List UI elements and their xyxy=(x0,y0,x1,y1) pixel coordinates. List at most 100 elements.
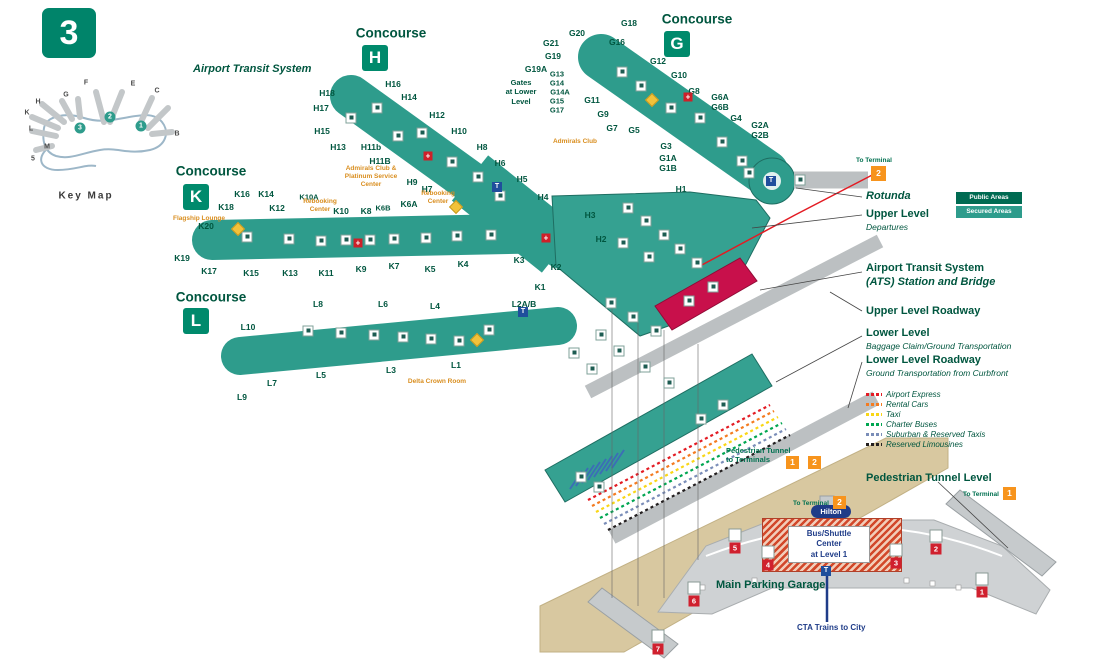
gate-label: H1 xyxy=(675,183,687,194)
gate-label: H11B xyxy=(369,155,391,166)
key-map-terminal-marker: 1 xyxy=(135,120,147,132)
gate-label: G2B xyxy=(751,129,769,140)
annotation-block: Upper Level Roadway xyxy=(866,305,981,317)
gate-label: G18 xyxy=(620,17,638,28)
key-map-letter: L xyxy=(28,125,34,133)
airline-club-icon xyxy=(644,92,660,108)
facility-icon xyxy=(635,80,647,92)
legend-row: Suburban & Reserved Taxis xyxy=(866,426,985,444)
to-terminal-text: To Terminal xyxy=(856,157,892,164)
elevator-icon xyxy=(929,529,943,543)
facility-icon xyxy=(736,155,748,167)
terminal-marker-2: 2 xyxy=(808,456,821,469)
gate-label: H13 xyxy=(330,141,346,152)
concourse-letter-box-h: H xyxy=(362,45,388,71)
gate-label: G14 xyxy=(549,78,565,88)
legend-row: Taxi xyxy=(866,406,900,424)
medical-aid-icon: + xyxy=(423,151,433,161)
facility-icon xyxy=(595,329,607,341)
gate-label: G4 xyxy=(730,112,742,123)
annotation-block: CTA Trains to City xyxy=(797,623,866,632)
facility-icon xyxy=(691,257,703,269)
facility-icon xyxy=(665,102,677,114)
gate-label: L10 xyxy=(240,321,256,332)
gate-label: K15 xyxy=(243,267,259,278)
facility-icon xyxy=(392,130,404,142)
medical-aid-icon: + xyxy=(541,233,551,243)
gate-label: L2A/B xyxy=(511,298,537,309)
gate-label: K1 xyxy=(534,281,546,292)
airline-club-icon xyxy=(469,332,485,348)
gate-label: K11 xyxy=(318,267,334,278)
elevator-icon xyxy=(975,572,989,586)
facility-icon xyxy=(622,202,634,214)
facility-icon xyxy=(453,335,465,347)
gate-label: H9 xyxy=(406,176,418,187)
bus-shuttle-line3: at Level 1 xyxy=(810,549,848,559)
legend-swatch xyxy=(866,403,882,407)
facility-icon xyxy=(425,333,437,345)
amenity-label: Delta Crown Room xyxy=(407,377,467,385)
elevator-icon xyxy=(687,581,701,595)
gate-label: H11b xyxy=(360,141,382,152)
elevator-icon xyxy=(728,528,742,542)
legend-label: Airport Express xyxy=(886,390,941,400)
annotation-block: Pedestrian Tunnel Level xyxy=(866,472,992,484)
gate-label: K17 xyxy=(201,265,217,276)
transit-icon: T xyxy=(766,176,776,186)
legend-swatch xyxy=(866,393,882,397)
gate-label: G10 xyxy=(670,69,688,80)
facility-icon xyxy=(283,233,295,245)
gate-label: H8 xyxy=(476,141,488,152)
legend-swatch xyxy=(866,433,882,437)
concourse-k-arm xyxy=(192,213,580,260)
gate-label: G11 xyxy=(584,94,600,105)
legend-row: Charter Buses xyxy=(866,416,937,434)
gate-label: K13 xyxy=(282,267,298,278)
gate-label: G8 xyxy=(688,85,700,96)
gate-label: G21 xyxy=(542,37,560,48)
key-map-terminal-marker: 2 xyxy=(104,111,116,123)
gate-label: G12 xyxy=(649,55,667,66)
gate-label: L3 xyxy=(386,364,396,375)
gate-label: K5 xyxy=(424,263,436,274)
gate-label: K19 xyxy=(174,252,190,263)
facility-icon xyxy=(371,102,383,114)
facility-icon xyxy=(643,251,655,263)
legend-label: Rental Cars xyxy=(886,400,929,410)
gate-label: G13 xyxy=(549,69,565,79)
concourse-label-g: Concourse xyxy=(661,11,733,27)
gate-label: G5 xyxy=(628,124,640,135)
gate-label: G14A xyxy=(550,87,570,97)
key-map-letter: M xyxy=(44,143,50,151)
legend-swatch xyxy=(866,423,882,427)
concourse-letter-box-l: L xyxy=(183,308,209,334)
gate-label: L9 xyxy=(237,391,247,402)
key-map-letter: H xyxy=(35,98,41,106)
gate-label: L1 xyxy=(451,359,461,370)
medical-aid-icon: + xyxy=(353,238,363,248)
terminal-number-badge: 3 xyxy=(42,8,96,58)
gate-label: G19 xyxy=(544,50,562,61)
elevator-icon xyxy=(651,629,665,643)
facility-icon xyxy=(451,230,463,242)
facility-icon xyxy=(650,325,662,337)
gate-label: K20 xyxy=(198,220,214,231)
transit-icon: T xyxy=(518,307,528,317)
gate-label: H17 xyxy=(313,102,329,113)
gate-label: H4 xyxy=(537,191,549,202)
elevator-number-marker: 7 xyxy=(652,643,664,655)
gate-label: H5 xyxy=(516,173,528,184)
key-map-terminal-marker: 3 xyxy=(74,122,86,134)
gate-label: L8 xyxy=(313,298,323,309)
facility-icon xyxy=(345,112,357,124)
facility-icon xyxy=(707,281,719,293)
terminal-marker-1: 1 xyxy=(786,456,799,469)
terminal-marker-2: 2 xyxy=(871,166,886,181)
legend-row: Reserved Limousines xyxy=(866,436,963,454)
facility-icon xyxy=(368,329,380,341)
elevator-number-marker: 4 xyxy=(762,559,774,571)
